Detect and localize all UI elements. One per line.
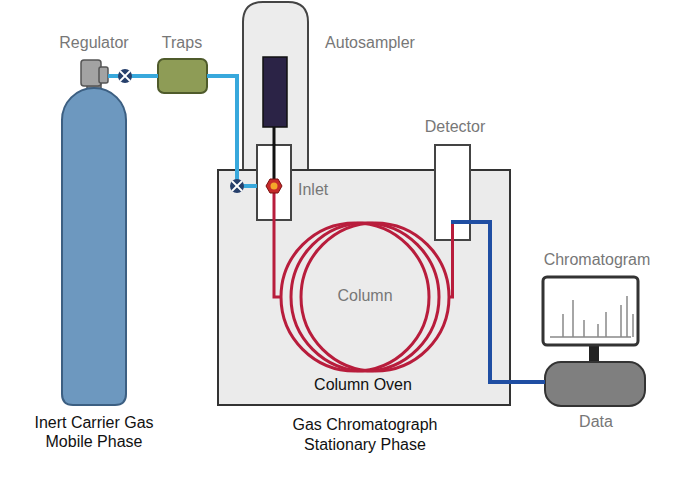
label: Regulator xyxy=(59,34,128,52)
valve-symbol xyxy=(118,69,132,83)
pipe xyxy=(449,240,453,297)
trap-shape xyxy=(158,59,207,93)
detector: Detector xyxy=(435,145,470,240)
pipe xyxy=(207,76,257,186)
gas-cylinder: Inert Carrier GasMobile Phase xyxy=(62,88,126,406)
label: Column Oven xyxy=(314,376,412,394)
sample-vial xyxy=(263,57,287,127)
regulator-outlet xyxy=(99,67,108,83)
inlet-shape xyxy=(257,145,291,220)
signal-wire xyxy=(451,220,470,224)
pipe xyxy=(108,74,158,78)
label: Inlet xyxy=(298,181,328,199)
gas-trap: Traps xyxy=(158,59,207,93)
chromatogram-peaks xyxy=(550,296,633,337)
label: Mobile Phase xyxy=(46,433,143,451)
column-coil-shape xyxy=(281,223,449,371)
gas-cylinder-shape xyxy=(62,88,126,405)
autosampler: Autosampler xyxy=(243,2,308,170)
label: Gas Chromatograph xyxy=(293,416,438,434)
pipe xyxy=(273,127,276,145)
label: Inert Carrier Gas xyxy=(34,414,153,432)
label: Stationary Phase xyxy=(304,436,426,454)
data-system: Data xyxy=(545,362,645,406)
detector-shape xyxy=(435,145,470,240)
monitor: Chromatogram xyxy=(543,277,638,345)
pipe xyxy=(274,220,281,297)
regulator-body xyxy=(81,60,101,86)
label: Autosampler xyxy=(325,34,415,52)
column-end xyxy=(451,222,454,240)
label: Traps xyxy=(162,34,202,52)
needle xyxy=(273,144,276,182)
pipe xyxy=(470,222,545,382)
label: Data xyxy=(579,413,613,431)
label: Chromatogram xyxy=(544,251,651,269)
data-system-shape xyxy=(545,362,645,406)
column-coil: Column xyxy=(281,223,449,371)
column-oven: Column OvenGas ChromatographStationary P… xyxy=(218,170,510,405)
label: Detector xyxy=(425,118,485,136)
column-end xyxy=(273,190,276,220)
label: Column xyxy=(337,287,392,305)
regulator: Regulator xyxy=(81,60,108,86)
monitor-shape xyxy=(543,277,638,345)
inlet: Inlet xyxy=(257,145,291,220)
septum-symbol xyxy=(266,179,282,193)
valve-symbol xyxy=(230,179,244,193)
